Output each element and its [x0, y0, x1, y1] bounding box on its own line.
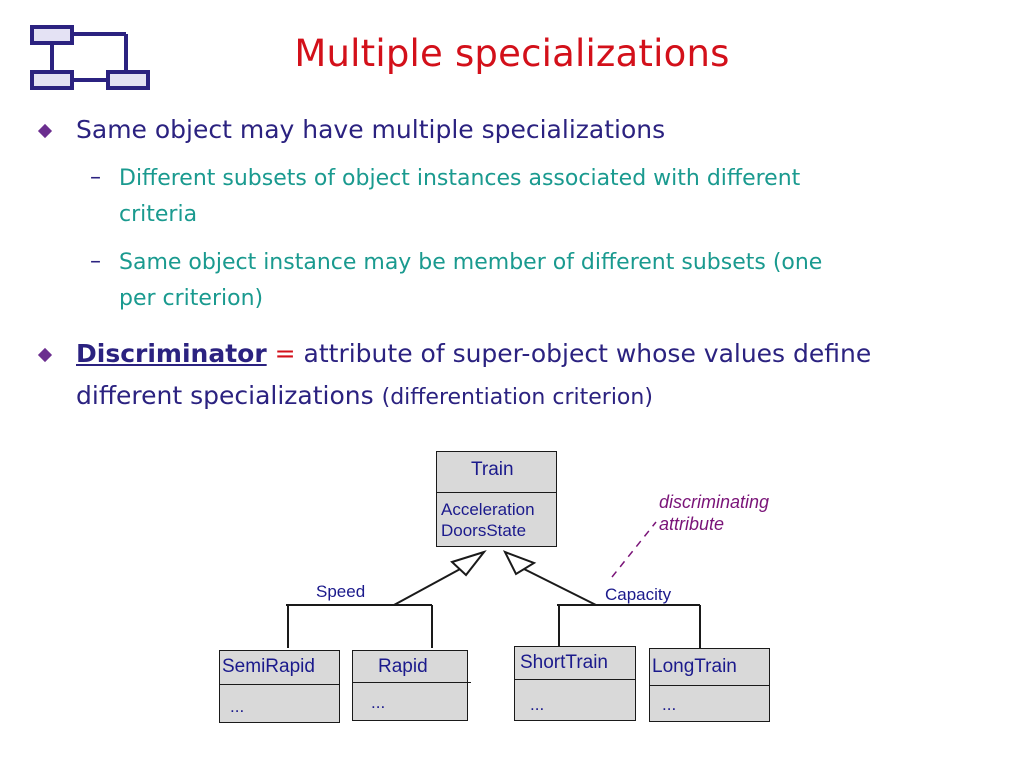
class-divider: [220, 684, 339, 685]
note-line-2: attribute: [659, 514, 725, 534]
discriminator-definition-cont: different specializations: [76, 381, 374, 410]
class-longtrain[interactable]: [649, 648, 770, 722]
class-divider: [437, 492, 556, 493]
speed-generalization-arrowhead: [450, 550, 487, 577]
discriminating-attribute-note: discriminating attribute: [659, 491, 769, 535]
slide-title: Multiple specializations: [294, 32, 730, 75]
sub-bullet-1-line-1: Different subsets of object instances as…: [119, 166, 801, 191]
discriminator-capacity: Capacity: [605, 585, 672, 604]
note-connector: [611, 521, 657, 578]
capacity-generalization-arrowhead: [502, 550, 537, 576]
class-divider: [650, 685, 769, 686]
sub-bullet-2-line-2: per criterion): [119, 286, 264, 311]
class-rapid-attr: ...: [371, 693, 386, 712]
sub-bullet-2-line-1: Same object instance may be member of di…: [119, 250, 823, 275]
class-rapid[interactable]: [352, 650, 471, 721]
class-shorttrain-name: ShortTrain: [520, 652, 608, 673]
equals-sign: =: [274, 339, 296, 368]
differentiation-criterion: (differentiation criterion): [381, 385, 653, 410]
class-rapid-name: Rapid: [378, 656, 428, 677]
class-semirapid[interactable]: [219, 650, 340, 723]
bullet-1-text: Same object may have multiple specializa…: [76, 115, 666, 144]
class-divider: [515, 679, 635, 680]
bullet-2-line-2: different specializations (differentiati…: [76, 375, 653, 419]
sub-bullet-dash: –: [90, 249, 101, 274]
class-train[interactable]: [436, 451, 557, 547]
class-longtrain-name: LongTrain: [652, 656, 737, 677]
class-semirapid-attr: ...: [230, 697, 245, 716]
sub-bullet-dash: –: [90, 165, 101, 190]
class-shorttrain-attr: ...: [530, 695, 545, 714]
class-train-attr: DoorsState: [441, 521, 527, 540]
class-train-attr: Acceleration: [441, 500, 535, 519]
class-divider: [353, 682, 471, 683]
class-train-name: Train: [471, 459, 514, 480]
discriminator-speed: Speed: [316, 582, 366, 601]
slide-logo-icon: [30, 25, 150, 90]
discriminator-term: Discriminator: [76, 339, 267, 368]
bullet-2-line-1: Discriminator = attribute of super-objec…: [76, 333, 871, 375]
class-shorttrain[interactable]: [514, 646, 636, 721]
sub-bullet-1-line-2: criteria: [119, 202, 198, 227]
note-line-1: discriminating: [659, 492, 770, 512]
class-semirapid-name: SemiRapid: [222, 656, 315, 677]
class-longtrain-attr: ...: [662, 695, 677, 714]
discriminator-definition: attribute of super-object whose values d…: [303, 339, 872, 368]
